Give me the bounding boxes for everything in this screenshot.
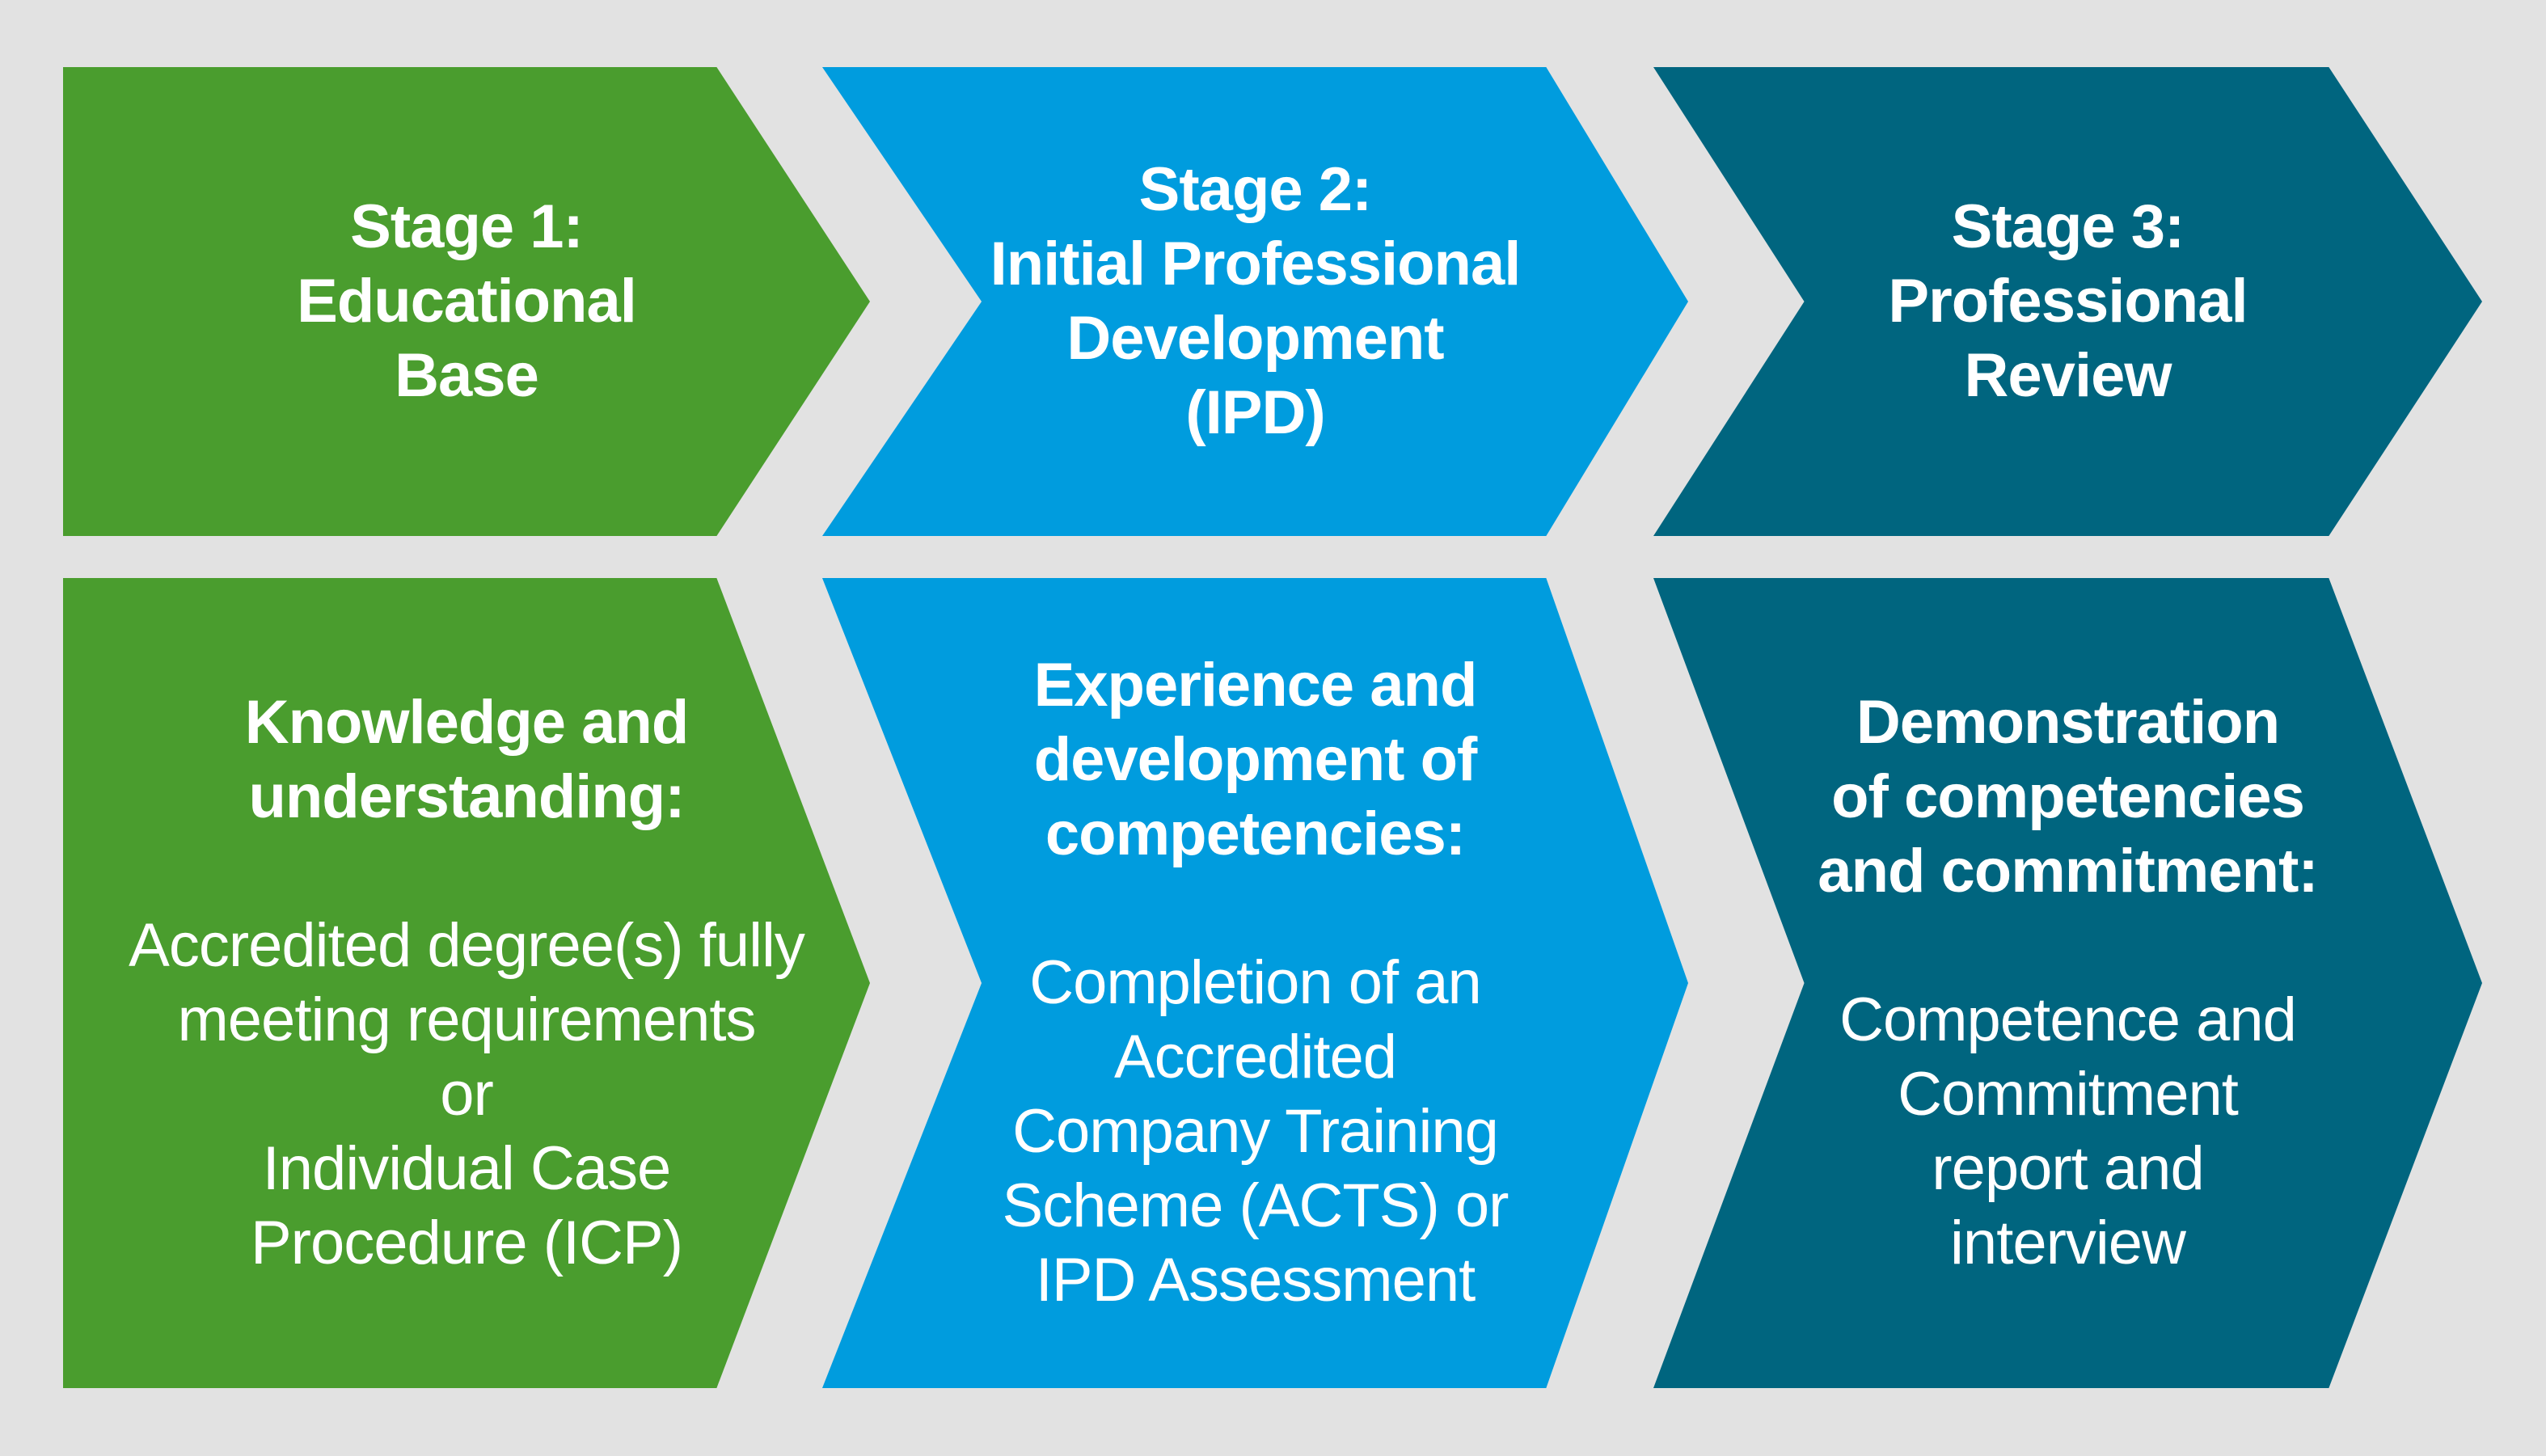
stage-3-title-line: Professional [1888,267,2248,336]
stage-2-detail-body-line: Company Training [1012,1097,1499,1166]
stage-2-detail-header-line: Experience and [1033,651,1478,720]
stage-2-detail-chevron: Experience and development of competenci… [822,578,1688,1388]
stage-3-detail-body-line: interview [1950,1209,2186,1277]
stage-3-title-chevron: Stage 3: Professional Review [1653,67,2482,536]
stage-1-detail-body-line: or [440,1060,494,1129]
stage-3-detail-body-line: Competence and [1839,985,2297,1054]
stage-2-detail-body-line: Scheme (ACTS) or [1002,1171,1509,1240]
stage-1-title-line: Educational [297,267,637,336]
stage-1-detail-header-line: understanding: [248,762,685,831]
stage-2-title-text: Stage 2: Initial Professional Developmen… [822,67,1688,536]
stage-2-detail-header-line: development of [1033,725,1478,794]
stage-1-title-line: Stage 1: [350,192,584,261]
stage-3-title-line: Review [1964,341,2172,410]
stage-2-title-line: Stage 2: [1138,155,1373,224]
stage-3-detail-body-line: Commitment [1898,1060,2239,1129]
stage-3-detail-header-line: and commitment: [1818,837,2318,905]
stage-3-detail-header-line: of competencies [1831,762,2305,831]
stage-1-detail-body-line: Accredited degree(s) fully [129,911,805,980]
stage-1-title-line: Base [395,341,539,410]
stage-3-title-text: Stage 3: Professional Review [1653,67,2482,536]
stage-2-title-line: (IPD) [1185,378,1325,447]
stage-1-detail-header-line: Knowledge and [244,688,690,757]
stage-2-detail-body-line: IPD Assessment [1035,1246,1476,1315]
stage-1-detail-body-line: Individual Case [262,1134,672,1203]
stage-1-detail-chevron: Knowledge and understanding: Accredited … [63,578,870,1388]
stage-2-title-chevron: Stage 2: Initial Professional Developmen… [822,67,1688,536]
stage-3-detail-text: Demonstration of competencies and commit… [1653,578,2482,1388]
stage-3-detail-chevron: Demonstration of competencies and commit… [1653,578,2482,1388]
stage-3-detail-header-line: Demonstration [1856,688,2280,757]
stage-2-detail-body-line: Completion of an [1029,948,1482,1017]
stage-1-detail-body-line: Procedure (ICP) [250,1209,683,1277]
stage-2-title-line: Initial Professional [990,230,1522,298]
stage-3-title-line: Stage 3: [1951,192,2185,261]
stage-2-detail-body-line: Accredited [1113,1023,1397,1091]
stage-1-title-text: Stage 1: Educational Base [63,67,870,536]
stage-2-detail-header-line: competencies: [1045,800,1466,868]
stage-2-title-line: Development [1066,304,1444,373]
stage-1-title-chevron: Stage 1: Educational Base [63,67,870,536]
stage-1-detail-text: Knowledge and understanding: Accredited … [63,578,870,1388]
stage-1-detail-body-line: meeting requirements [177,985,756,1054]
stage-2-detail-text: Experience and development of competenci… [822,578,1688,1388]
stage-3-detail-body-line: report and [1932,1134,2204,1203]
